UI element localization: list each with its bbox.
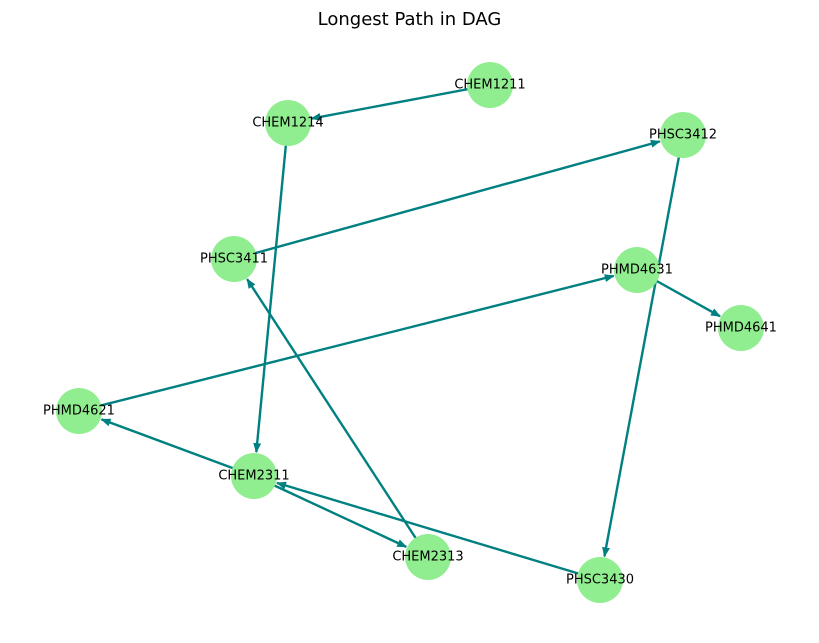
nodes-layer: CHEM1211CHEM1214PHSC3412PHSC3411PHMD4631… bbox=[43, 62, 777, 603]
node-label: CHEM2313 bbox=[392, 550, 463, 565]
edge-chem2311-to-phmd4621 bbox=[100, 418, 255, 478]
node-label: PHMD4641 bbox=[705, 321, 777, 336]
node-circle bbox=[211, 236, 257, 282]
node-circle bbox=[231, 453, 277, 499]
node-phsc3411: PHSC3411 bbox=[200, 236, 268, 282]
graph-title: Longest Path in DAG bbox=[318, 9, 502, 30]
node-circle bbox=[265, 100, 311, 146]
node-phmd4621: PHMD4621 bbox=[43, 388, 115, 434]
node-circle bbox=[614, 247, 660, 293]
node-phsc3430: PHSC3430 bbox=[566, 557, 634, 603]
node-chem2311: CHEM2311 bbox=[218, 453, 290, 499]
edge-chem1214-to-chem2311 bbox=[253, 122, 290, 454]
node-phmd4641: PHMD4641 bbox=[705, 305, 777, 351]
edge-phsc3411-to-phsc3412 bbox=[233, 139, 661, 261]
edge-phsc3412-to-phsc3430 bbox=[602, 134, 685, 558]
node-phsc3412: PHSC3412 bbox=[649, 112, 717, 158]
node-label: PHMD4621 bbox=[43, 404, 115, 419]
node-circle bbox=[577, 557, 623, 603]
edge-phmd4621-to-phmd4631 bbox=[78, 274, 615, 413]
node-circle bbox=[405, 534, 451, 580]
node-phmd4631: PHMD4631 bbox=[601, 247, 673, 293]
node-label: CHEM1214 bbox=[252, 116, 323, 131]
node-chem2313: CHEM2313 bbox=[392, 534, 464, 580]
node-label: PHSC3430 bbox=[566, 573, 634, 588]
node-chem1214: CHEM1214 bbox=[252, 100, 324, 146]
node-chem1211: CHEM1211 bbox=[454, 62, 526, 108]
node-label: CHEM1211 bbox=[454, 78, 525, 93]
node-label: CHEM2311 bbox=[218, 469, 289, 484]
node-label: PHSC3411 bbox=[200, 252, 268, 267]
edge-phsc3430-to-chem2311 bbox=[276, 481, 601, 582]
edge-chem1211-to-chem1214 bbox=[310, 83, 491, 121]
node-circle bbox=[660, 112, 706, 158]
node-circle bbox=[56, 388, 102, 434]
edge-chem2313-to-phsc3411 bbox=[246, 278, 430, 558]
node-circle bbox=[467, 62, 513, 108]
node-label: PHSC3412 bbox=[649, 128, 717, 143]
node-label: PHMD4631 bbox=[601, 263, 673, 278]
node-circle bbox=[718, 305, 764, 351]
edges-layer bbox=[78, 83, 721, 582]
